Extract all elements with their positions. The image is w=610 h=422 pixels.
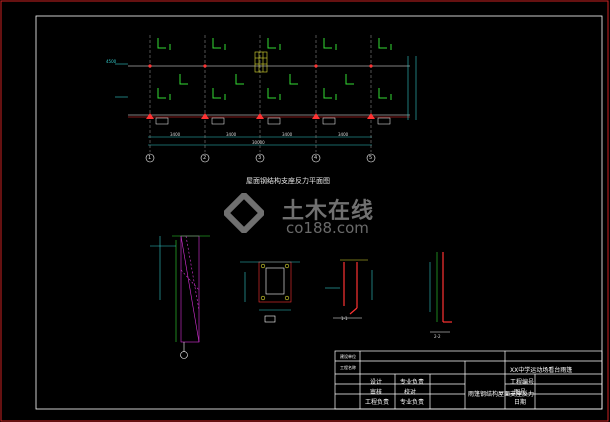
tb-col-label-2: 校对 (404, 389, 417, 396)
dim-label-3: 3400 (282, 132, 293, 137)
central-truss (254, 51, 268, 73)
tb-col-label-1: 专业负责 (400, 379, 425, 386)
section-1-1-label: 1-1 (341, 316, 348, 321)
tb-header-small-2: 工程名称 (340, 365, 356, 370)
support-points-bottom (146, 113, 375, 119)
tb-row-label-1: 设计 (370, 379, 383, 386)
watermark-logo-icon (224, 193, 264, 233)
watermark-text-cn: 土木在线 (282, 199, 375, 224)
detail-section-1-1 (325, 259, 373, 319)
tb-right-label-2: 图号 (514, 389, 527, 396)
grid-axis-bubbles (145, 153, 376, 163)
dim-label-2: 3400 (226, 132, 237, 137)
support-points-top (148, 64, 373, 68)
dim-label-left: 4500 (106, 59, 117, 64)
axis-label-1: 1 (148, 155, 152, 161)
plan-title: 屋面钢结构支座反力平面图 (246, 177, 330, 185)
roof-plan (115, 35, 417, 152)
axis-label-4: 4 (314, 155, 318, 161)
axis-label-2: 2 (203, 155, 207, 161)
column-marks (157, 38, 392, 100)
support-tags (155, 117, 391, 125)
dim-label-4: 3400 (338, 132, 349, 137)
detail-column-elevation (150, 235, 210, 359)
tb-project-name: XX中学运动场看台雨篷 (510, 367, 573, 374)
tb-header-small-1: 建设单位 (340, 354, 356, 359)
axis-label-5: 5 (369, 155, 373, 161)
tb-row-label-2: 审核 (370, 389, 383, 396)
section-2-2-label: 2-2 (434, 334, 441, 339)
tb-right-label-1: 工程编号 (510, 379, 535, 386)
axis-label-3: 3 (258, 155, 262, 161)
detail-base-plate (240, 261, 300, 323)
dim-label-1: 3400 (170, 132, 181, 137)
tb-right-label-3: 日期 (514, 399, 527, 406)
tb-row-label-3: 工程负责 (365, 399, 390, 406)
tb-drawing-name: 雨篷钢结构屋面支座反力 (468, 391, 535, 398)
watermark-text-en: co188.com (286, 219, 369, 237)
title-block-frame (334, 350, 603, 410)
tb-col-label-3: 专业负责 (400, 399, 425, 406)
dim-label-total: 30000 (252, 140, 265, 145)
detail-section-2-2 (429, 252, 452, 333)
inner-frame (35, 15, 603, 410)
